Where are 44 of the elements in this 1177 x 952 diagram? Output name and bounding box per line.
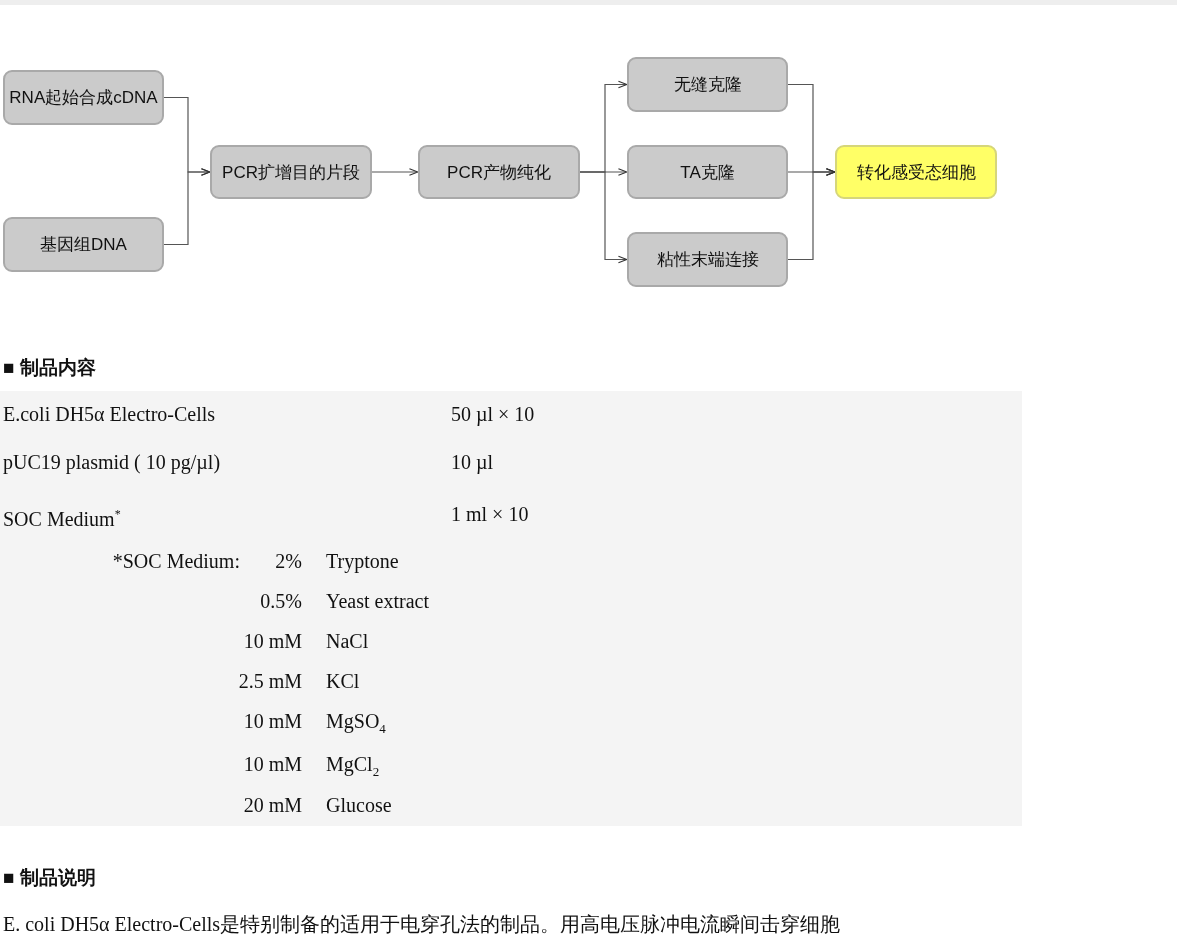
process-box — [3, 70, 164, 125]
cell: 2.5 mM — [238, 669, 302, 693]
cell-text: MgCl$_{2}$ — [326, 752, 380, 781]
cell: 0.5% — [260, 589, 302, 613]
step-label: 粘性末端连接 — [656, 249, 759, 271]
cell: 10 mM — [243, 709, 302, 733]
cell: 10 mM — [243, 752, 302, 776]
step-label: 无缝克隆 — [673, 74, 742, 96]
cell: 10 mM — [243, 629, 302, 653]
section-heading: ■ 制品内容 — [3, 356, 96, 380]
cell: KCl — [326, 669, 360, 693]
cell: 1 ml × 10 — [451, 502, 529, 526]
step-label: PCR产物纯化 — [447, 161, 551, 184]
cell: 10 µl — [451, 450, 494, 474]
cell-text: MgSO$_{4}$ — [326, 709, 386, 738]
process-box — [627, 232, 788, 287]
process-box — [3, 217, 164, 272]
cell-text: SOC Medium$^{*}$ — [3, 506, 121, 531]
step-label: TA克隆 — [680, 161, 735, 184]
process-box — [418, 145, 580, 199]
section-heading: ■ 制品说明 — [3, 866, 96, 890]
step-label: PCR扩增目的片段 — [222, 161, 360, 184]
arrow — [163, 168, 211, 246]
cell: pUC19 plasmid ( 10 pg/µl) — [3, 450, 221, 474]
cell: NaCl — [326, 629, 369, 653]
cell: Glucose — [326, 793, 392, 817]
cell: 20 mM — [243, 793, 302, 817]
cell: 2% — [275, 549, 302, 573]
cell: 50 µl × 10 — [451, 402, 535, 426]
step-label: 基因组DNA — [40, 234, 127, 256]
step-label: RNA起始合成cDNA — [9, 87, 158, 109]
cell: *SOC Medium: — [112, 549, 240, 573]
cell: Tryptone — [326, 549, 399, 573]
process-box — [627, 145, 788, 199]
highlighted-step-box — [835, 145, 997, 199]
arrow — [371, 168, 419, 176]
step-label: 转化感受态细胞 — [856, 161, 976, 184]
process-box — [210, 145, 372, 199]
description-text: E. coli DH5α Electro-Cells是特别制备的适用于电穿孔法的制品。用高电压脉冲电流瞬间击穿细胞 — [3, 912, 841, 936]
arrow — [787, 168, 836, 261]
cell: Yeast extract — [326, 589, 429, 613]
arrow — [579, 171, 628, 264]
process-box — [627, 57, 788, 112]
cell: E.coli DH5α Electro-Cells — [3, 402, 216, 426]
